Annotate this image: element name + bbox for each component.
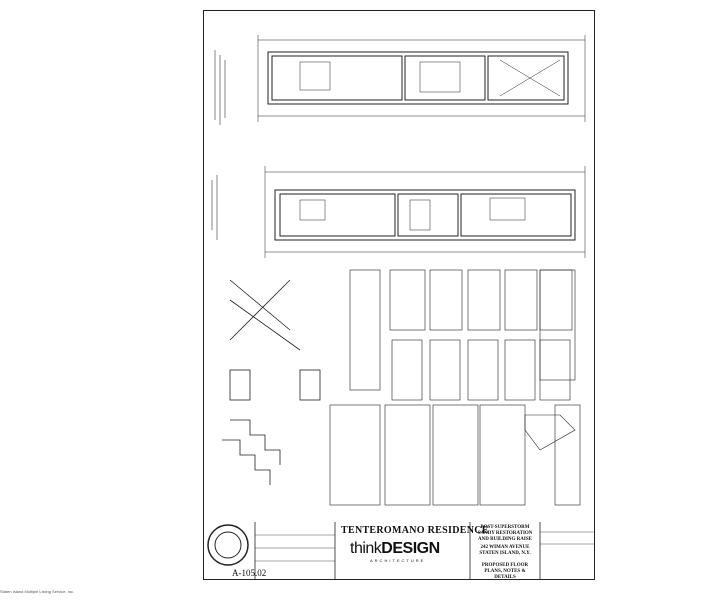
firm-subtitle: ARCHITECTURE	[370, 558, 426, 563]
project-scope: POST-SUPERSTORM SANDY RESTORATION AND BU…	[477, 525, 533, 542]
firm-logo: thinkDESIGN	[350, 540, 440, 558]
address-line-1: 242 WIMAN AVENUE	[480, 545, 530, 550]
wall-section-details	[222, 279, 321, 485]
architect-stamp	[207, 524, 249, 566]
sheet-number: A-105.02	[232, 568, 267, 578]
copyright-footer: Staten Island Multiple Listing Service, …	[0, 589, 75, 594]
firm-name-thin: think	[350, 540, 382, 557]
margin-notes	[211, 50, 226, 240]
address-line-2: STATEN ISLAND, N.Y.	[479, 551, 531, 556]
project-title: TENTEROMANO RESIDENCE	[341, 525, 489, 536]
drawing-sheet	[203, 10, 595, 580]
firm-name-bold: DESIGN	[381, 540, 440, 557]
sheet-description: PROPOSED FLOOR PLANS, NOTES & DETAILS	[481, 563, 529, 580]
notes-columns	[349, 269, 576, 401]
section-details-bottom	[329, 404, 581, 506]
upper-floor-plan	[257, 35, 586, 122]
lower-floor-plan	[264, 166, 586, 258]
title-block-lines	[254, 522, 595, 580]
project-address: 242 WIMAN AVENUE STATEN ISLAND, N.Y.	[473, 545, 537, 557]
